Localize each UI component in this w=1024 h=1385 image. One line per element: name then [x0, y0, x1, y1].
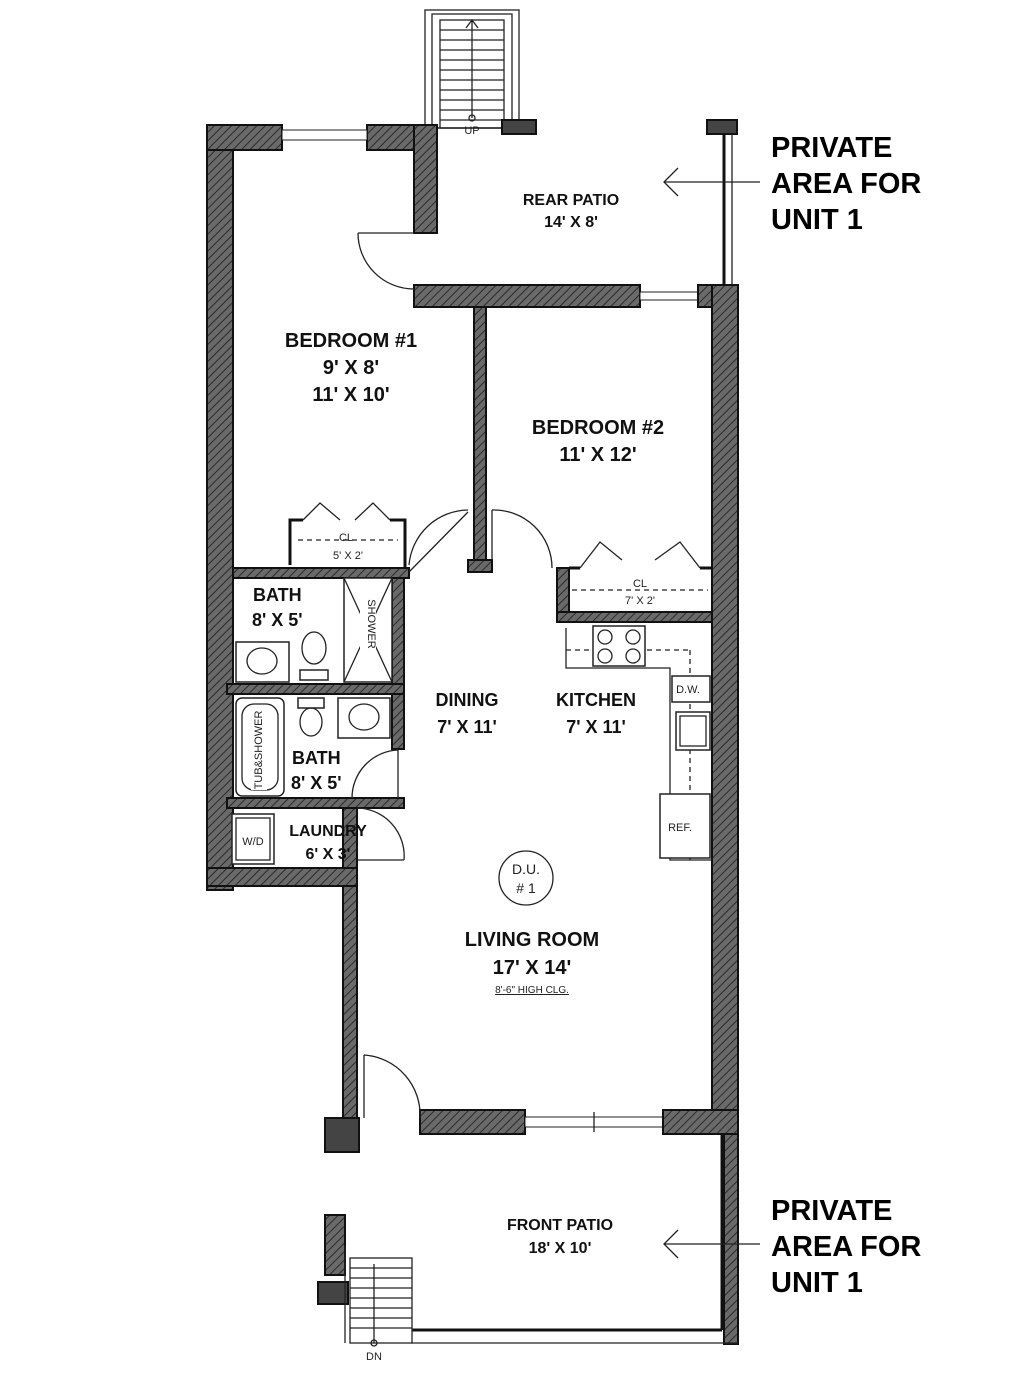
- front-callout-line3: UNIT 1: [771, 1267, 863, 1299]
- bath-2-fixtures: [235, 697, 391, 797]
- unit-tag-line1: D.U.: [512, 861, 540, 877]
- bath1-name: BATH: [253, 585, 302, 605]
- kitchen-fixtures: [565, 625, 712, 861]
- kitchen-name: KITCHEN: [556, 690, 636, 710]
- rear-callout-line2: AREA FOR: [771, 168, 921, 200]
- rear-callout: PRIVATE AREA FOR UNIT 1: [771, 132, 921, 236]
- front-stairs: [317, 1214, 413, 1347]
- rear-stairs: [424, 9, 520, 129]
- dining-size: 7' X 11': [437, 717, 497, 737]
- interior-walls: [226, 306, 713, 869]
- front-callout-line1: PRIVATE: [771, 1195, 892, 1227]
- closet-1: [298, 502, 398, 541]
- exterior-walls: [206, 119, 739, 1345]
- unit-tag-line2: # 1: [516, 880, 536, 896]
- bath2-name: BATH: [292, 748, 341, 768]
- living-size: 17' X 14': [493, 957, 571, 979]
- washer-dryer-label: W/D: [242, 836, 263, 848]
- front-patio-name: FRONT PATIO: [507, 1217, 613, 1234]
- bath-1-fixtures: [235, 577, 393, 683]
- closet-2: [572, 541, 708, 591]
- living-ceiling: 8'-6" HIGH CLG.: [495, 985, 569, 996]
- rear-callout-line3: UNIT 1: [771, 204, 863, 236]
- laundry-size: 6' X 3': [306, 846, 351, 863]
- laundry-name: LAUNDRY: [289, 823, 367, 840]
- doors: [351, 232, 553, 1119]
- front-callout: PRIVATE AREA FOR UNIT 1: [771, 1195, 921, 1299]
- unit-tag-circle: [498, 850, 554, 906]
- kitchen-size: 7' X 11': [566, 717, 626, 737]
- refrigerator-label: REF.: [668, 822, 692, 834]
- rear-patio-name: REAR PATIO: [523, 192, 619, 209]
- front-patio-size: 18' X 10': [529, 1240, 592, 1257]
- shower-label: SHOWER: [365, 599, 377, 649]
- bedroom1-size1: 9' X 8': [323, 357, 379, 379]
- bedroom2-size: 11' X 12': [559, 444, 636, 466]
- bath1-size: 8' X 5': [252, 610, 303, 630]
- front-callout-line2: AREA FOR: [771, 1231, 921, 1263]
- dishwasher-label: D.W.: [676, 684, 700, 696]
- washer-dryer: [231, 813, 275, 865]
- closet2-size: 7' X 2': [625, 595, 655, 607]
- tub-label: TUB&SHOWER: [253, 711, 265, 790]
- closet1-name: CL: [339, 532, 353, 544]
- living-name: LIVING ROOM: [465, 929, 599, 951]
- closet2-name: CL: [633, 578, 647, 590]
- stairs-down-label: DN: [366, 1351, 382, 1363]
- stairs-up-label: UP: [464, 125, 479, 137]
- bedroom1-size2: 11' X 10': [312, 384, 389, 406]
- bedroom1-name: BEDROOM #1: [285, 330, 417, 352]
- rear-callout-line1: PRIVATE: [771, 132, 892, 164]
- callout-arrows: [663, 167, 760, 1259]
- dining-name: DINING: [436, 690, 499, 710]
- rear-patio-size: 14' X 8': [544, 214, 598, 231]
- closet1-size: 5' X 2': [333, 550, 363, 562]
- bath2-size: 8' X 5': [291, 773, 342, 793]
- room-labels: REAR PATIO 14' X 8' BEDROOM #1 9' X 8' 1…: [252, 192, 664, 1257]
- bedroom2-name: BEDROOM #2: [532, 417, 664, 439]
